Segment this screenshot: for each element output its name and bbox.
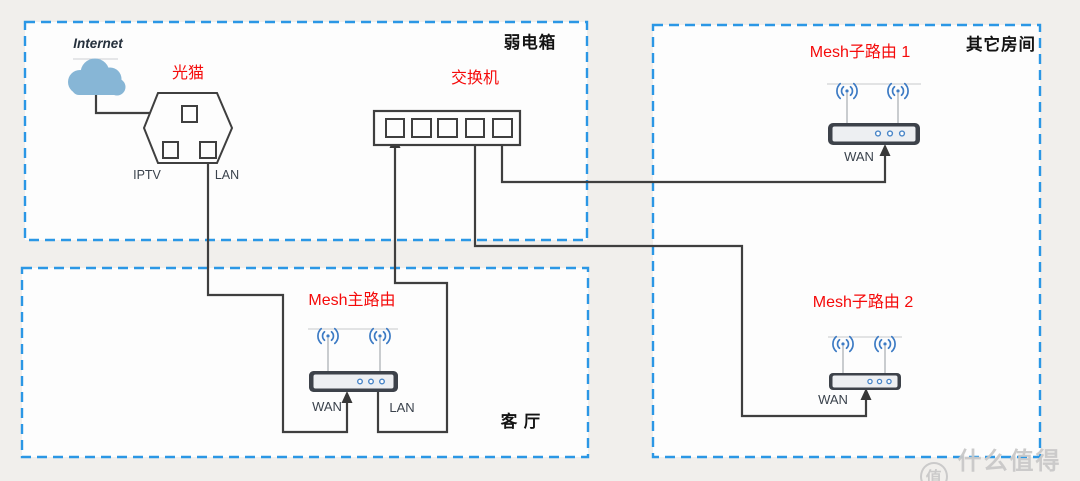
zone-living-room-label: 客 厅 — [500, 413, 542, 431]
switch-node — [372, 109, 522, 147]
sub-router-1-node — [827, 82, 921, 145]
cable-modem-lan-to-main-router-wan — [206, 158, 349, 434]
switch-port-4 — [465, 118, 485, 138]
modem-label: 光猫 — [171, 65, 205, 82]
switch-port-5 — [492, 118, 513, 138]
modem-lan-port — [199, 141, 217, 159]
internet-label: Internet — [73, 36, 123, 51]
modem-wan-port — [181, 105, 198, 123]
cable-main-router-lan-to-switch — [376, 148, 449, 434]
main-router-wan-label: WAN — [312, 399, 342, 414]
watermark: 值 什么值得买 — [920, 441, 1080, 481]
cable-switch-to-sub-router-2 — [473, 145, 868, 418]
sub-router-2-node — [828, 335, 902, 390]
cable-internet-to-modem — [94, 95, 170, 115]
sub-router-2-label: Mesh子路由 2 — [812, 294, 914, 311]
switch-port-2 — [411, 118, 432, 138]
modem-iptv-label: IPTV — [133, 168, 161, 182]
arrow-into-sub-router-1-wan — [879, 144, 891, 156]
cables — [94, 95, 887, 434]
zone-living-room — [20, 266, 590, 459]
sub-router-2-leds — [867, 378, 892, 385]
modem-iptv-port — [162, 141, 179, 159]
sub-router-1-leds — [874, 130, 906, 137]
zone-other-rooms-label: 其它房间 — [966, 36, 1036, 54]
modem-node — [142, 92, 234, 164]
sub-router-1-panel — [832, 126, 916, 142]
cable-switch-to-sub-router-1 — [500, 145, 887, 184]
main-router-node — [308, 327, 398, 392]
watermark-logo: 值 — [920, 461, 948, 481]
sub-router-2-panel — [832, 375, 898, 388]
modem-lan-label: LAN — [214, 168, 240, 182]
arrow-into-sub-router-2-wan — [860, 388, 872, 400]
internet-cloud-icon — [68, 58, 126, 96]
main-router-leds — [357, 378, 386, 385]
watermark-brand: 什么值得买 — [957, 448, 1062, 475]
main-router-panel — [313, 374, 394, 389]
switch-label: 交换机 — [450, 70, 500, 87]
sub-router-2-wan-label: WAN — [818, 392, 848, 407]
main-router-lan-label: LAN — [389, 400, 415, 415]
sub-router-1-wan-label: WAN — [844, 149, 874, 164]
sub-router-1-label: Mesh子路由 1 — [809, 44, 911, 61]
arrow-into-main-router-wan — [341, 391, 353, 403]
switch-port-1 — [385, 118, 405, 138]
modem-hexagon — [142, 92, 234, 164]
zone-weak-box-label: 弱电箱 — [503, 34, 557, 52]
switch-port-3 — [437, 118, 458, 138]
main-router-label: Mesh主路由 — [308, 292, 396, 309]
